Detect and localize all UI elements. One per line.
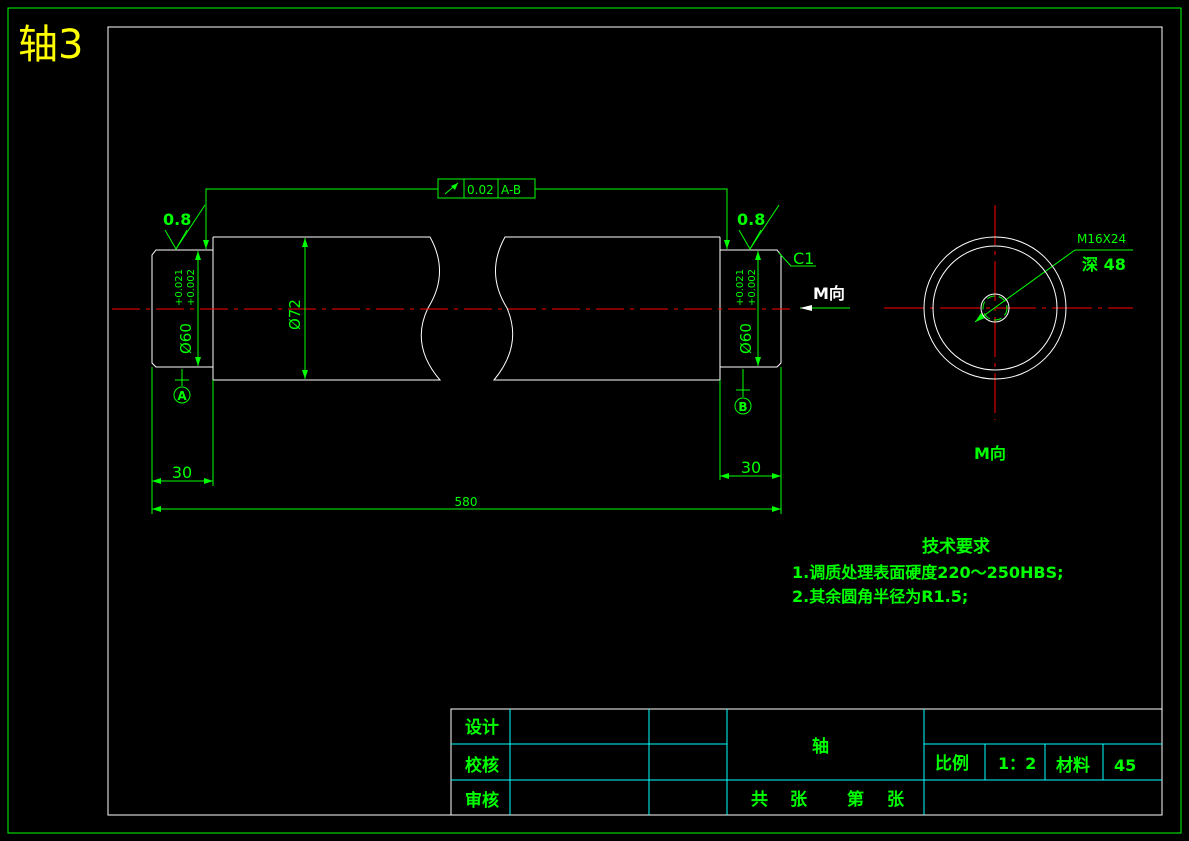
- check-label: 校核: [465, 755, 499, 776]
- datum-b: B: [738, 400, 747, 414]
- view-arrow-label: M向: [813, 284, 845, 303]
- thread-circle: [982, 295, 1008, 321]
- len-left: 30: [172, 463, 192, 482]
- tech-item-2: 2.其余圆角半径为R1.5;: [792, 587, 968, 606]
- dia-left: Ø60: [177, 323, 195, 354]
- outer-border: [7, 7, 1182, 834]
- part-name: 轴: [812, 736, 829, 757]
- dia-mid: Ø72: [286, 299, 304, 330]
- sheets-total: 共: [751, 790, 768, 810]
- len-total: 580: [455, 495, 478, 509]
- inner-border: [107, 26, 1163, 816]
- mid-body-left: [213, 236, 442, 381]
- sheets-di: 第: [847, 789, 864, 810]
- tech-item-1: 1.调质处理表面硬度220～250HBS;: [792, 563, 1064, 582]
- view-label: M向: [974, 444, 1006, 463]
- sheet-title: 轴3: [18, 22, 83, 68]
- scale-label: 比例: [935, 753, 969, 774]
- mid-body-right: [492, 236, 720, 381]
- tol-upper-left: +0.021: [174, 269, 185, 306]
- title-block-grid: [450, 708, 1163, 816]
- runout-value: 0.02: [467, 183, 494, 197]
- arrowheads: [152, 183, 985, 512]
- dia-right: Ø60: [737, 323, 755, 354]
- tol-upper-right: +0.021: [735, 269, 746, 306]
- left-journal: [151, 249, 213, 368]
- sheets-zhang-2: 张: [887, 790, 905, 810]
- material-value: 45: [1114, 756, 1136, 775]
- m-view: [923, 236, 1067, 380]
- roughness-left: 0.8: [163, 210, 191, 229]
- shaft-outline: [151, 236, 782, 381]
- tol-lower-right: +0.002: [747, 269, 758, 306]
- datum-a: A: [177, 389, 187, 403]
- annotation-texts: 0.8 0.8 0.02 A-B C1 Ø60 +0.021 +0.002 Ø7…: [163, 183, 1126, 606]
- sheets-zhang-1: 张: [790, 790, 808, 810]
- tol-lower-left: +0.002: [186, 269, 197, 306]
- thread-depth: 深 48: [1082, 255, 1126, 274]
- material-label: 材料: [1056, 755, 1090, 776]
- title-block-text: 设计 校核 审核 轴 共 张 第 张 比例 1：2 材料 45: [465, 717, 1136, 811]
- len-right: 30: [741, 458, 761, 477]
- chamfer-label: C1: [793, 249, 814, 268]
- dimension-lines: [151, 178, 1133, 514]
- design-label: 设计: [465, 717, 499, 738]
- thread-spec: M16X24: [1077, 232, 1126, 246]
- runout-datum: A-B: [501, 183, 521, 197]
- roughness-right: 0.8: [737, 210, 765, 229]
- review-label: 审核: [465, 790, 499, 811]
- scale-value: 1：2: [998, 754, 1036, 773]
- tech-title: 技术要求: [922, 536, 990, 557]
- runout-frame: [437, 178, 536, 199]
